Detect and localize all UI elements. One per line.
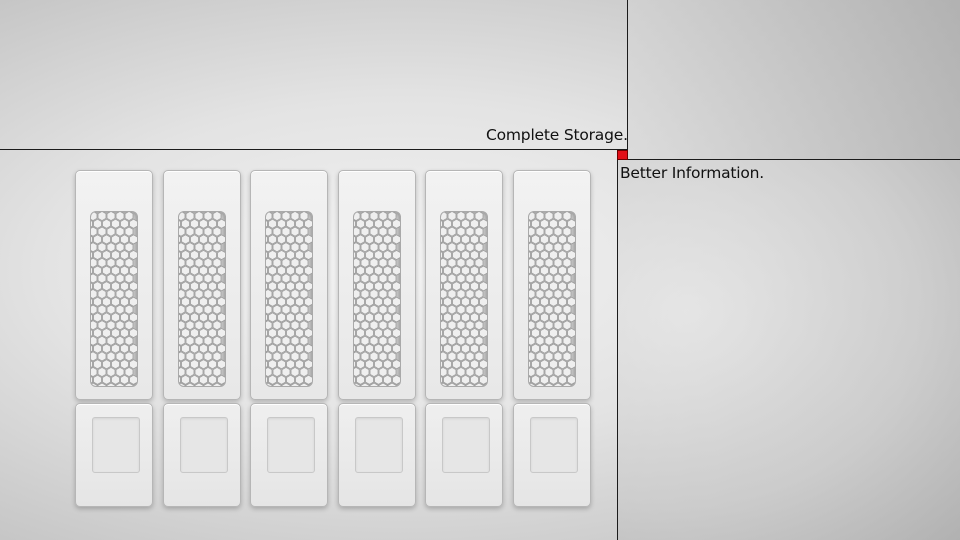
bottom-right-panel: [618, 160, 960, 540]
drive-bay-lower-panel: [163, 403, 241, 507]
drive-bay-upper-panel: [75, 170, 153, 400]
drive-bay-lower-panel: [250, 403, 328, 507]
hexagon-mesh-icon: [179, 212, 225, 386]
hexagon-mesh-icon: [441, 212, 487, 386]
drive-bay-grille: [265, 211, 313, 387]
vertical-rule-upper: [627, 0, 628, 160]
drive-bay-recess: [355, 417, 403, 473]
drive-bay-upper-panel: [513, 170, 591, 400]
headline-complete-storage: Complete Storage.: [486, 126, 628, 144]
vertical-rule-lower: [617, 150, 618, 540]
horizontal-rule-right: [618, 159, 960, 160]
hexagon-mesh-icon: [266, 212, 312, 386]
drive-bay-upper-panel: [338, 170, 416, 400]
drive-bay-grille: [440, 211, 488, 387]
drive-bay-upper-panel: [425, 170, 503, 400]
drive-bay-grille: [90, 211, 138, 387]
drive-bay-recess: [442, 417, 490, 473]
horizontal-rule-left: [0, 149, 628, 150]
drive-bay-recess: [180, 417, 228, 473]
drive-bay-recess: [267, 417, 315, 473]
drive-bay-lower-panel: [425, 403, 503, 507]
drive-bay-lower-panel: [513, 403, 591, 507]
drive-bay-lower-panel: [75, 403, 153, 507]
drive-bay-grille: [178, 211, 226, 387]
hexagon-mesh-icon: [91, 212, 137, 386]
drive-bay-recess: [530, 417, 578, 473]
drive-bay-lower-panel: [338, 403, 416, 507]
drive-bay-upper-panel: [250, 170, 328, 400]
drive-bay-grille: [528, 211, 576, 387]
drive-bay-grille: [353, 211, 401, 387]
hexagon-mesh-icon: [529, 212, 575, 386]
headline-better-information: Better Information.: [620, 164, 765, 182]
drive-bay-upper-panel: [163, 170, 241, 400]
red-marker-square: [617, 150, 628, 160]
drive-bay-recess: [92, 417, 140, 473]
hexagon-mesh-icon: [354, 212, 400, 386]
top-right-panel: [628, 0, 960, 160]
